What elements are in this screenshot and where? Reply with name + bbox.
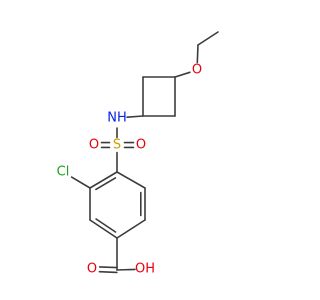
bond-ch3-ch2 [197,31,219,46]
bond-ar2-cl [70,176,91,189]
atom-label-n: NH [107,111,127,126]
atom-label-o_acid: O [87,262,97,277]
bond-ar3-ar4 [89,219,118,239]
atom-label-o_s2: O [136,138,146,153]
bond-ar4-ar5 [116,219,146,239]
bond-cb3-n [126,115,144,118]
bond-o_ether-cb1 [174,71,191,78]
bond-c_acid-o_acid-b [98,270,118,274]
bond-ch3-o_ether [196,44,199,64]
bond-c_acid-o_acid-a [98,266,118,269]
atom-label-s: S [113,138,121,153]
atom-label-o_s1: O [89,138,99,153]
bond-ar1-ar2 [89,171,118,189]
bond-ar3-ar4-inner [95,218,117,233]
bond-c_acid-oh_acid [116,268,136,271]
atom-label-oh_acid: OH [135,262,155,277]
bond-layer [70,31,219,274]
atom-label-o_ether: O [192,63,202,78]
bond-ar6-ar1 [116,171,146,189]
atom-label-cl: Cl [57,165,70,180]
bond-ar1-ar2-inner [95,177,117,191]
